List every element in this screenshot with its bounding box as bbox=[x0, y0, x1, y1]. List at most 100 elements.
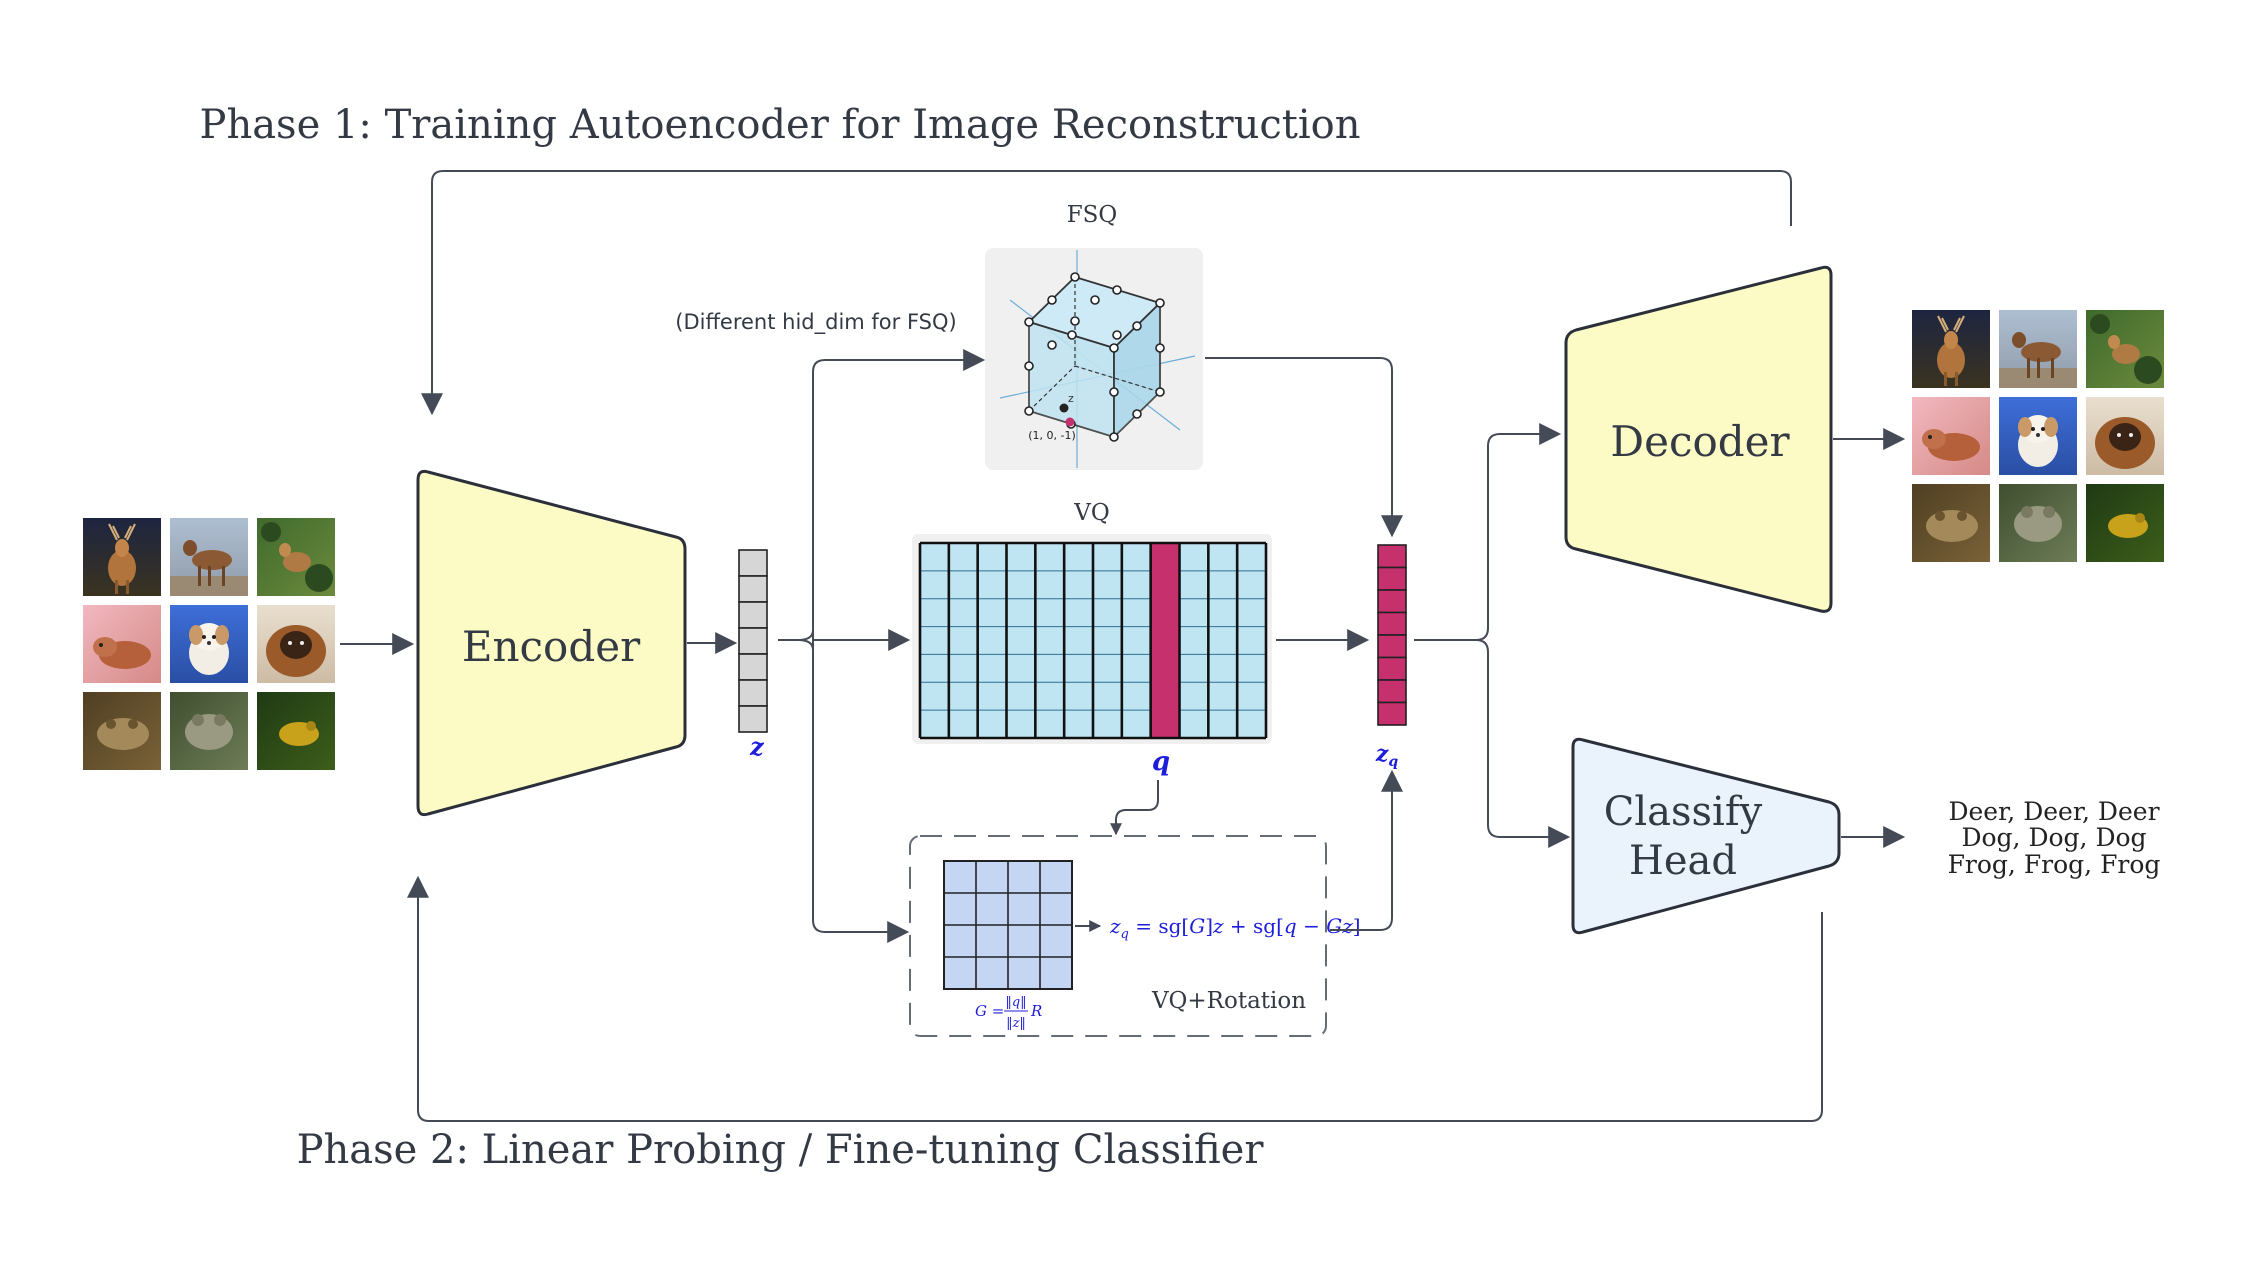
z-vector-cell bbox=[738, 627, 768, 655]
vq-codebook-column bbox=[1121, 543, 1151, 738]
vq-rotation-label: VQ+Rotation bbox=[1151, 988, 1306, 1014]
fsq-lattice-point bbox=[1024, 317, 1034, 327]
output-image-dog-1 bbox=[1912, 397, 1990, 475]
fsq-lattice-point bbox=[1109, 432, 1119, 442]
phase1-loop-arrow bbox=[421, 170, 1792, 416]
encoder-block bbox=[416, 469, 687, 817]
z-vector-cell bbox=[738, 705, 768, 733]
z-label: z bbox=[749, 732, 765, 761]
classify-head-label-line2: Head bbox=[1629, 838, 1737, 884]
zq-vector-cell bbox=[1377, 701, 1407, 726]
input-image-grid bbox=[83, 518, 335, 770]
classification-output: Deer, Deer, Deer Dog, Dog, Dog Frog, Fro… bbox=[1948, 797, 2161, 879]
phase2-loop-arrow bbox=[407, 875, 1823, 1122]
zq-vector-cell bbox=[1377, 679, 1407, 704]
vq-codebook-column bbox=[1237, 543, 1266, 738]
zq-vector-cell bbox=[1377, 634, 1407, 659]
zq-vector bbox=[1377, 544, 1407, 726]
fsq-lattice-point bbox=[1067, 330, 1077, 340]
fsq-lattice-point bbox=[1024, 406, 1034, 416]
svg-text:G =: G = bbox=[975, 1002, 1004, 1020]
output-label-row-1: Deer, Deer, Deer bbox=[1948, 797, 2159, 826]
q-label: q bbox=[1152, 747, 1170, 777]
input-image-frog-2 bbox=[170, 692, 248, 770]
input-image-frog-1 bbox=[83, 692, 161, 770]
vq-codebook-column bbox=[1035, 543, 1065, 738]
zq-label: zq bbox=[1375, 741, 1399, 770]
classify-head-label-line1: Classify bbox=[1604, 789, 1763, 835]
fsq-lattice-point bbox=[1112, 330, 1122, 340]
input-image-frog-3 bbox=[257, 692, 335, 770]
vq-codebook-column bbox=[1093, 543, 1122, 738]
zq-vector-cell bbox=[1377, 566, 1407, 591]
fsq-lattice-point bbox=[1070, 316, 1080, 326]
output-image-frog-3 bbox=[2086, 484, 2164, 562]
output-image-dog-2 bbox=[1999, 397, 2077, 475]
fsq-lattice-point bbox=[1132, 409, 1142, 419]
vq-codebook-column bbox=[977, 543, 1007, 738]
fsq-lattice-point bbox=[1112, 285, 1122, 295]
fsq-note: (Different hid_dim for FSQ) bbox=[675, 310, 956, 335]
zq-vector-cell bbox=[1377, 544, 1407, 569]
vq-codebook-column bbox=[1064, 543, 1093, 738]
z-vector-cell bbox=[738, 575, 768, 603]
z-branch-connectors bbox=[778, 349, 986, 943]
fsq-cube-axis-label: z bbox=[1068, 392, 1074, 405]
rotation-formula: zq = sg[G]z + sg[q − Gz] bbox=[1109, 914, 1361, 942]
vq-codebook-column bbox=[1006, 543, 1036, 738]
fsq-lattice-point bbox=[1090, 295, 1100, 305]
zq-vector-cell bbox=[1377, 589, 1407, 614]
vq-codebook-column bbox=[1208, 543, 1238, 738]
svg-text:R: R bbox=[1030, 1002, 1042, 1020]
fsq-lattice-point bbox=[1047, 340, 1057, 350]
output-image-grid bbox=[1912, 310, 2164, 562]
phase1-title: Phase 1: Training Autoencoder for Image … bbox=[200, 102, 1361, 148]
vq-rotation-box bbox=[909, 835, 1327, 1037]
decoder-label: Decoder bbox=[1610, 417, 1790, 466]
zq-vector-cell bbox=[1377, 656, 1407, 681]
input-image-deer-3 bbox=[257, 518, 335, 596]
phase2-title: Phase 2: Linear Probing / Fine-tuning Cl… bbox=[297, 1127, 1265, 1173]
encoder-label: Encoder bbox=[462, 622, 641, 671]
fsq-lattice-point bbox=[1155, 298, 1165, 308]
input-image-dog-1 bbox=[83, 605, 161, 683]
output-image-frog-1 bbox=[1912, 484, 1990, 562]
z-vector-cell bbox=[738, 601, 768, 629]
output-image-deer-2 bbox=[1999, 310, 2077, 388]
output-label-row-3: Frog, Frog, Frog bbox=[1948, 850, 2161, 879]
vq-label: VQ bbox=[1073, 500, 1109, 526]
fsq-to-zq-arrow bbox=[1205, 357, 1403, 538]
input-image-deer-2 bbox=[170, 518, 248, 596]
g-formula: G = ‖q‖ ‖z‖ R bbox=[975, 995, 1042, 1031]
fsq-lattice-point bbox=[1070, 272, 1080, 282]
rotation-to-zq-arrow bbox=[1330, 769, 1403, 931]
z-vector bbox=[738, 549, 768, 733]
fsq-lattice-point bbox=[1155, 343, 1165, 353]
zq-vector-cell bbox=[1377, 611, 1407, 636]
svg-text:‖q‖: ‖q‖ bbox=[1005, 995, 1026, 1010]
vq-codebook-column bbox=[948, 543, 978, 738]
input-image-dog-2 bbox=[170, 605, 248, 683]
input-image-dog-3 bbox=[257, 605, 335, 683]
output-label-row-2: Dog, Dog, Dog bbox=[1961, 823, 2146, 852]
vq-codebook-column bbox=[920, 543, 949, 738]
fsq-cube-point-label: (1, 0, -1) bbox=[1028, 429, 1076, 442]
fsq-lattice-point bbox=[1109, 343, 1119, 353]
fsq-label: FSQ bbox=[1067, 202, 1118, 228]
z-vector-cell bbox=[738, 549, 768, 577]
fsq-lattice-point bbox=[1132, 321, 1142, 331]
svg-text:‖z‖: ‖z‖ bbox=[1006, 1016, 1026, 1031]
fsq-lattice-point bbox=[1109, 387, 1119, 397]
vq-codebook-selected-column bbox=[1150, 543, 1180, 738]
fsq-lattice-point bbox=[1024, 361, 1034, 371]
z-vector-cell bbox=[738, 653, 768, 681]
input-image-deer-1 bbox=[83, 518, 161, 596]
q-to-rotation-arrow bbox=[1110, 780, 1159, 836]
decoder-block bbox=[1564, 265, 1833, 613]
fsq-cube-panel: z (1, 0, -1) bbox=[985, 248, 1203, 470]
output-image-dog-3 bbox=[2086, 397, 2164, 475]
output-image-deer-3 bbox=[2086, 310, 2164, 388]
vq-codebook bbox=[912, 534, 1272, 744]
zq-branch-connectors bbox=[1414, 423, 1571, 848]
